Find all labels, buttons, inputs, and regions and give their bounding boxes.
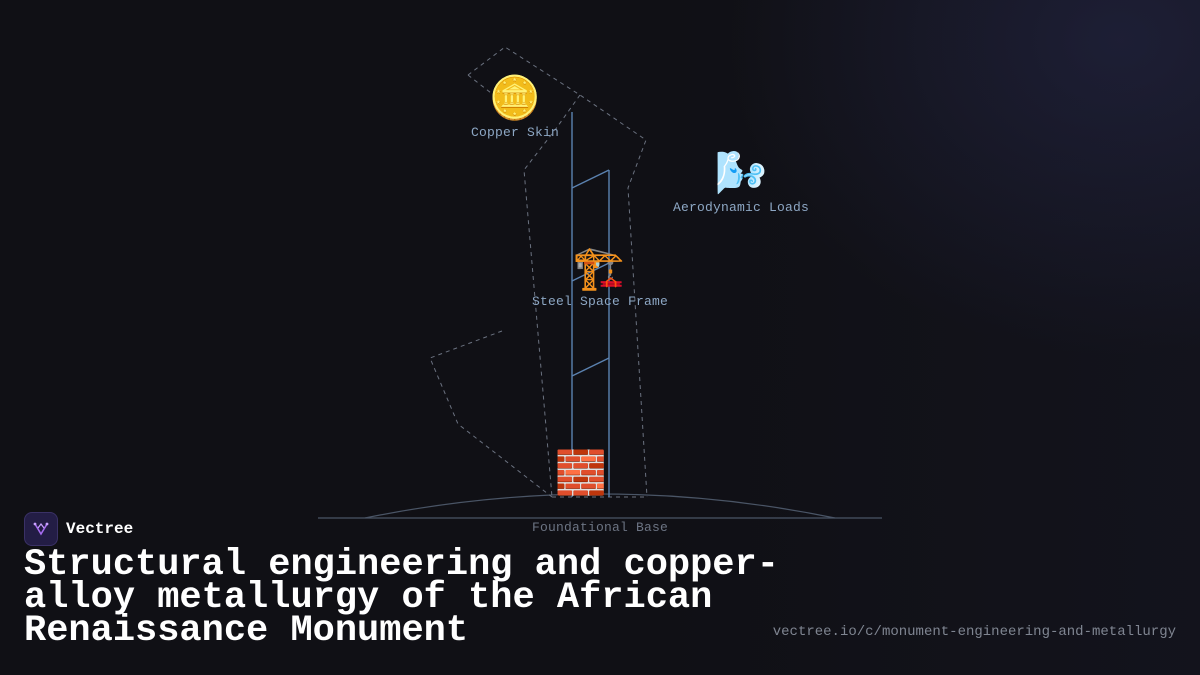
brick-icon: 🧱 (554, 448, 608, 497)
wind-icon: 🌬️ (714, 148, 768, 197)
crane-icon: 🏗️ (572, 243, 626, 292)
page-title: Structural engineering and copper-alloy … (24, 544, 779, 652)
coin-icon: 🪙 (488, 73, 542, 122)
brand-name: Vectree (66, 520, 134, 538)
label-foundational-base: Foundational Base (531, 520, 669, 535)
label-steel-space-frame: Steel Space Frame (531, 294, 669, 309)
steel-space-frame (571, 112, 610, 497)
ground-mound (364, 493, 836, 519)
label-copper-skin: Copper Skin (470, 125, 560, 140)
monument-silhouette (429, 46, 648, 498)
label-aerodynamic-loads: Aerodynamic Loads (672, 200, 810, 215)
page-url[interactable]: vectree.io/c/monument-engineering-and-me… (772, 624, 1176, 640)
vectree-logo-icon (24, 512, 58, 546)
brand[interactable]: Vectree (24, 512, 133, 546)
